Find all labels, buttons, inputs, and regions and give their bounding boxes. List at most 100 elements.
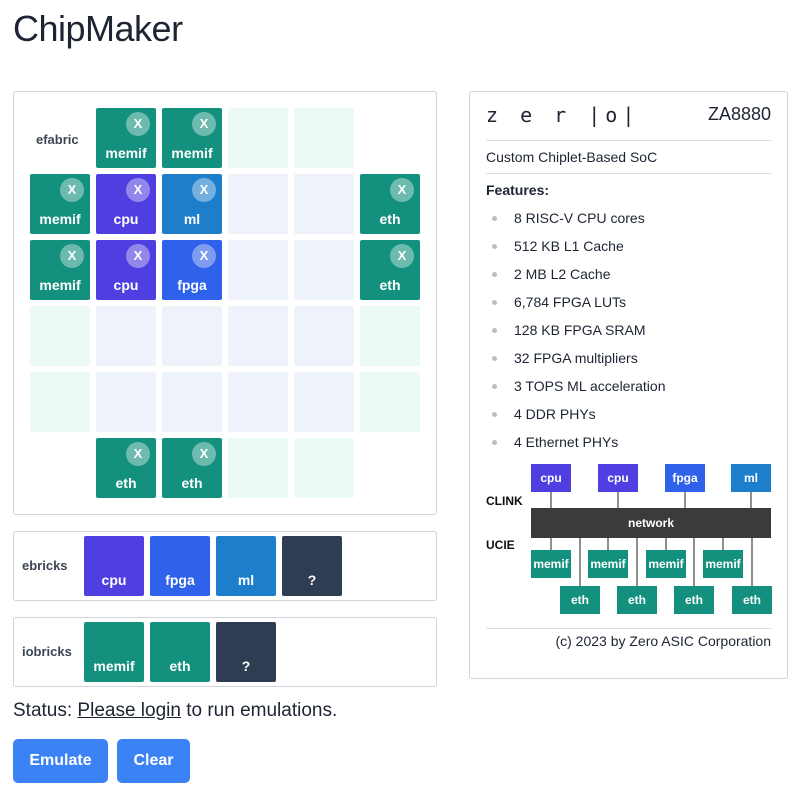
brick-label: eth: [379, 211, 401, 227]
fabric-slot-empty[interactable]: [30, 306, 90, 366]
brick-label: memif: [105, 145, 147, 161]
iobricks-item-eth[interactable]: eth: [150, 622, 210, 682]
fabric-slot-empty[interactable]: [228, 372, 288, 432]
fabric-slot-empty[interactable]: [228, 108, 288, 168]
remove-brick-button[interactable]: X: [192, 178, 216, 202]
brick-label: cpu: [113, 277, 139, 293]
feature-item: 8 RISC-V CPU cores: [486, 204, 665, 232]
clear-button[interactable]: Clear: [117, 739, 190, 783]
remove-brick-button[interactable]: X: [192, 244, 216, 268]
brick-label: eth: [169, 658, 191, 674]
diagram-block-eth: [560, 586, 600, 614]
fabric-slot-empty[interactable]: [294, 240, 354, 300]
status-line: Status: Please login to run emulations.: [13, 700, 337, 722]
fabric-slot-empty[interactable]: [360, 306, 420, 366]
ebricks-item-ml[interactable]: ml: [216, 536, 276, 596]
diagram-block-label: fpga: [672, 471, 698, 485]
feature-item: 4 Ethernet PHYs: [486, 428, 665, 456]
brick-label: eth: [181, 475, 203, 491]
brick-label: cpu: [101, 572, 127, 588]
fabric-slot-empty[interactable]: [228, 438, 288, 498]
features-title: Features:: [486, 182, 550, 198]
iobricks-label: iobricks: [22, 644, 72, 659]
feature-item: 6,784 FPGA LUTs: [486, 288, 665, 316]
divider: [486, 173, 772, 174]
fabric-slot-empty[interactable]: [96, 306, 156, 366]
ebricks-item-cpu[interactable]: cpu: [84, 536, 144, 596]
diagram-block-label: memif: [705, 557, 741, 571]
remove-brick-button[interactable]: X: [60, 178, 84, 202]
status-prefix: Status:: [13, 700, 78, 721]
fabric-slot-empty[interactable]: [162, 372, 222, 432]
diagram-block-label: cpu: [540, 471, 561, 485]
network-label: network: [628, 516, 674, 530]
brick-label: memif: [39, 211, 81, 227]
fabric-slot-empty[interactable]: [228, 306, 288, 366]
fabric-slot-empty[interactable]: [96, 372, 156, 432]
status-suffix: to run emulations.: [180, 700, 338, 721]
iobricks-item-memif[interactable]: memif: [84, 622, 144, 682]
divider: [486, 628, 772, 629]
brick-label: memif: [171, 145, 213, 161]
brick-label: memif: [93, 658, 135, 674]
remove-brick-button[interactable]: X: [192, 442, 216, 466]
fabric-slot-empty[interactable]: [162, 306, 222, 366]
remove-brick-button[interactable]: X: [390, 178, 414, 202]
diagram-block-label: memif: [590, 557, 626, 571]
fabric-slot-empty[interactable]: [30, 372, 90, 432]
brick-label: fpga: [165, 572, 195, 588]
fabric-slot-empty[interactable]: [294, 108, 354, 168]
emulate-button[interactable]: Emulate: [13, 739, 108, 783]
remove-brick-button[interactable]: X: [126, 244, 150, 268]
diagram-block-label: eth: [571, 593, 589, 607]
fabric-slot-empty[interactable]: [228, 174, 288, 234]
diagram-block-label: memif: [533, 557, 569, 571]
login-link[interactable]: Please login: [77, 700, 181, 721]
diagram-block-label: ml: [744, 471, 758, 485]
remove-brick-button[interactable]: X: [390, 244, 414, 268]
fabric-slot-empty[interactable]: [294, 306, 354, 366]
feature-item: 4 DDR PHYs: [486, 400, 665, 428]
remove-brick-button[interactable]: X: [192, 112, 216, 136]
brick-label: cpu: [113, 211, 139, 227]
remove-brick-button[interactable]: X: [126, 178, 150, 202]
brick-label: ml: [183, 211, 201, 227]
fabric-slot-empty[interactable]: [360, 372, 420, 432]
fabric-slot-empty[interactable]: [294, 438, 354, 498]
diagram-block-memif: [588, 550, 628, 578]
ebricks-item-fpga[interactable]: fpga: [150, 536, 210, 596]
iobricks-palette: iobricks memif eth?: [13, 617, 437, 687]
chip-model: ZA8880: [707, 104, 771, 124]
ebricks-item-unknown[interactable]: ?: [282, 536, 342, 596]
ebricks-label: ebricks: [22, 558, 68, 573]
diagram-block-eth: [617, 586, 657, 614]
fabric-slot-empty[interactable]: [228, 240, 288, 300]
brick-label: eth: [379, 277, 401, 293]
diagram-block-label: eth: [685, 593, 703, 607]
fabric-slot-empty[interactable]: [294, 372, 354, 432]
remove-brick-button[interactable]: X: [60, 244, 84, 268]
feature-item: 512 KB L1 Cache: [486, 232, 665, 260]
remove-brick-button[interactable]: X: [126, 112, 150, 136]
iobricks-item-unknown[interactable]: ?: [216, 622, 276, 682]
fabric-slot-empty[interactable]: [294, 174, 354, 234]
feature-item: 128 KB FPGA SRAM: [486, 316, 665, 344]
remove-brick-button[interactable]: X: [126, 442, 150, 466]
diagram-block-memif: [703, 550, 743, 578]
brick-label: eth: [115, 475, 137, 491]
diagram-block-eth: [674, 586, 714, 614]
zero-logo: z e r |o|: [486, 103, 640, 127]
